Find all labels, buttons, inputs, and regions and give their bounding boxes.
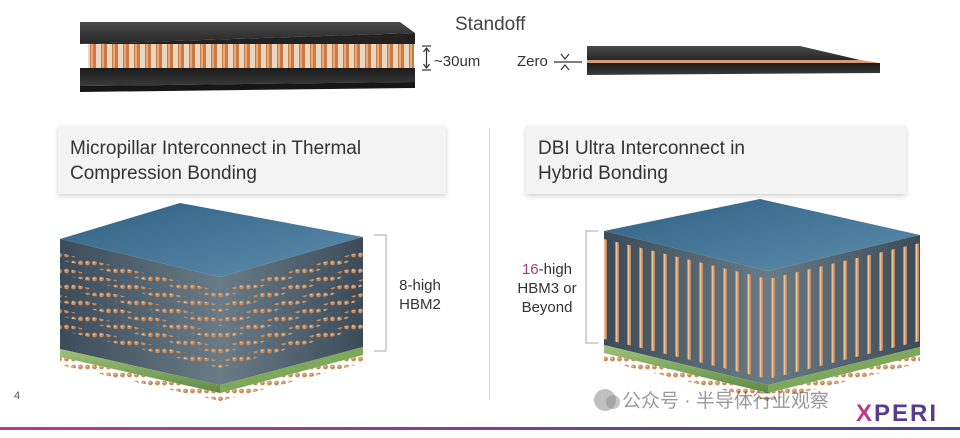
- micropillar-row: [88, 44, 414, 68]
- tcb-stack-height: 8-high: [399, 277, 441, 294]
- watermark-text: 公众号 · 半导体行业观察: [622, 391, 829, 412]
- standoff-gap-label: ~30um: [434, 53, 481, 70]
- gap-arrow: [422, 45, 431, 71]
- hybrid-stack-type: HBM3 or: [517, 280, 577, 297]
- panel-divider: [489, 128, 490, 400]
- tcb-title-box: Micropillar Interconnect in Thermal Comp…: [58, 126, 446, 194]
- hybrid-title-line2: Hybrid Bonding: [538, 163, 668, 184]
- hybrid-stack-bracket: [585, 230, 598, 344]
- hybrid-title-line1: DBI Ultra Interconnect in: [538, 138, 745, 159]
- tcb-8-high-stack: [60, 203, 363, 401]
- standoff-diagram: [80, 22, 880, 92]
- standoff-title: Standoff: [455, 14, 526, 35]
- zero-standoff-label: Zero: [517, 53, 548, 70]
- watermark: 公众号 · 半导体行业观察: [594, 386, 829, 413]
- hybrid-stack-type-2: Beyond: [521, 299, 573, 316]
- bottom-die: [80, 68, 415, 86]
- tcb-title-line2: Compression Bonding: [70, 163, 257, 184]
- tcb-stack-type: HBM2: [399, 296, 441, 313]
- zero-arrow: [554, 53, 582, 71]
- hybrid-stack-label: 16-high HBM3 or Beyond: [514, 260, 580, 317]
- tcb-stack-label: 8-high HBM2: [392, 276, 448, 314]
- stack-count-highlight: 16: [521, 261, 539, 278]
- hybrid-die-pair: [587, 46, 880, 75]
- stack-illustrations: [60, 199, 920, 401]
- hybrid-title-box: DBI Ultra Interconnect in Hybrid Bonding: [526, 126, 906, 194]
- tcb-die-pair: [80, 22, 415, 92]
- hybrid-stack-height: 16-high: [521, 261, 573, 278]
- footer-gradient-bar: [0, 427, 960, 430]
- hybrid-16-high-stack: [604, 199, 920, 401]
- top-die: [80, 22, 415, 44]
- tcb-stack-bracket: [374, 234, 387, 352]
- wechat-icon: [594, 388, 620, 411]
- page-number: 4: [14, 390, 21, 402]
- xperi-logo: XPERI: [856, 400, 939, 427]
- tcb-title-line1: Micropillar Interconnect in Thermal: [70, 138, 362, 159]
